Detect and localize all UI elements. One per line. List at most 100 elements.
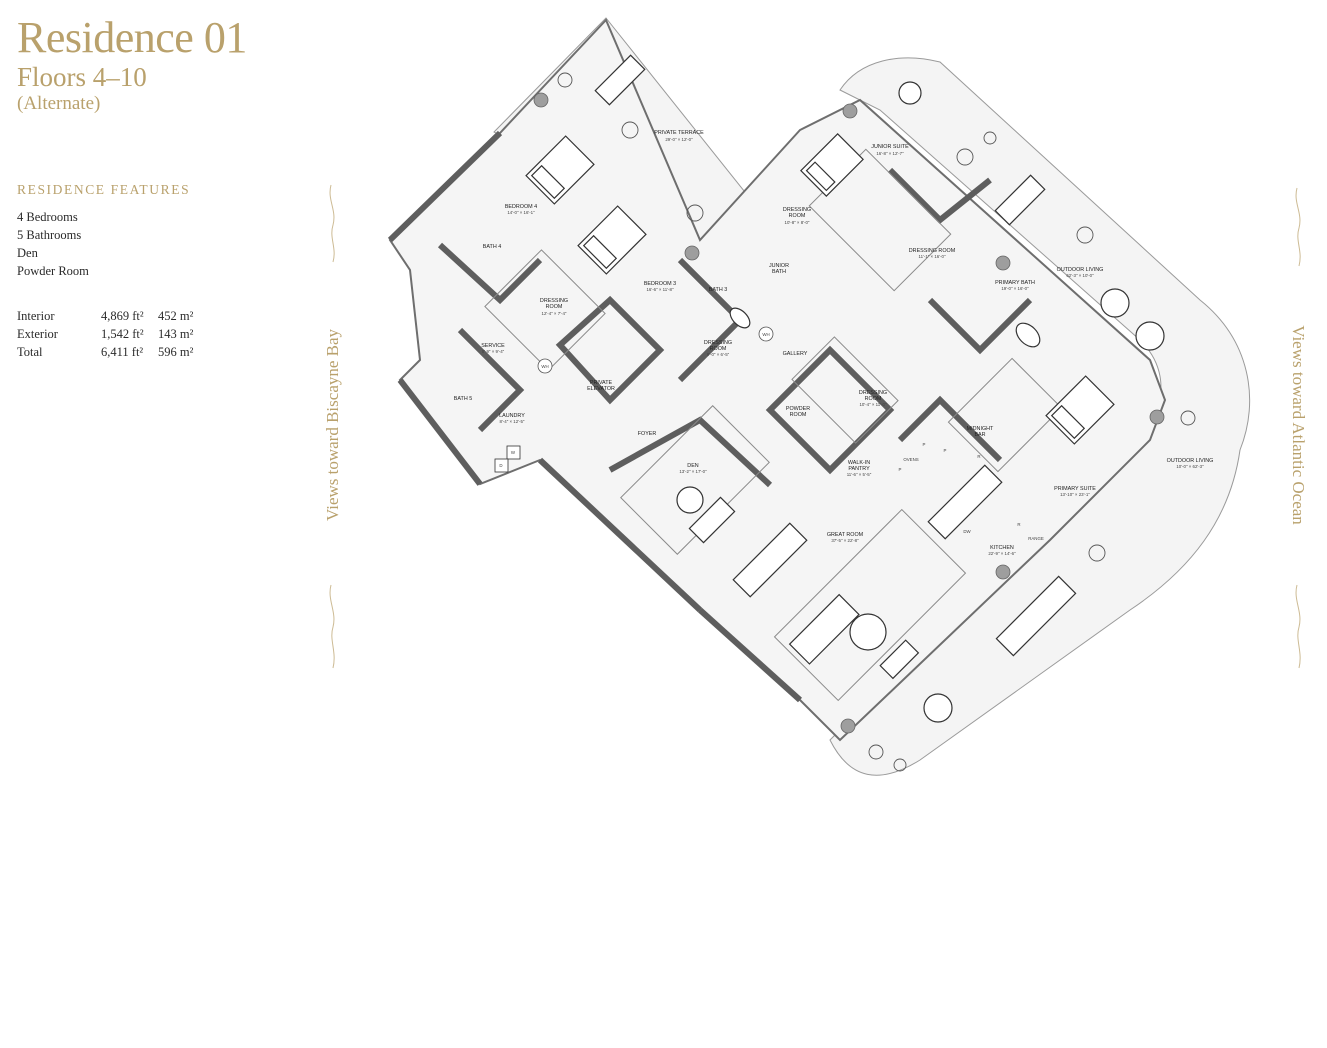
room-dim: 22'-9" × 14'-6"	[988, 551, 1016, 556]
room-name: DRESSING	[859, 390, 887, 396]
dryer-mark: D	[499, 463, 502, 468]
appliance-marks: WH WH W D R R P P P OVENS DW RANGE	[494, 326, 1044, 541]
room-name: GREAT ROOM	[827, 532, 864, 538]
feature-item: 5 Bathrooms	[17, 228, 82, 242]
pantry-mark: P	[944, 448, 947, 453]
feature-item: Powder Room	[17, 264, 89, 278]
room-name: JUNIOR SUITE	[871, 144, 909, 150]
room-name: DRESSING	[704, 340, 732, 346]
room-name: POWDER	[786, 406, 810, 412]
room-dim: 10'-0" × 62'-3"	[1176, 464, 1204, 469]
room-name: PRIMARY BATH	[995, 280, 1035, 286]
plant-icons	[557, 72, 1196, 772]
area-ft: 6,411 ft²	[101, 345, 144, 359]
features-list: 4 Bedrooms 5 Bathrooms Den Powder Room	[17, 208, 89, 280]
room-name: DRESSING ROOM	[909, 248, 956, 254]
room-name: OUTDOOR LIVING	[1057, 267, 1104, 273]
room-name: DEN	[687, 463, 698, 469]
room-dim: 16'-6" × 11'-8"	[646, 287, 673, 292]
left-view-ornament	[329, 184, 335, 669]
room-dim: 12'-4" × 7'-4"	[542, 311, 567, 316]
furniture-living	[594, 54, 1165, 723]
area-row-interior: Interior 4,869 ft² 452 m²	[17, 309, 193, 327]
room-dim: 9'-0" × 6'-5"	[707, 352, 730, 357]
pantry-mark: P	[923, 442, 926, 447]
features-heading: RESIDENCE FEATURES	[17, 182, 191, 197]
area-m: 452 m²	[158, 309, 194, 323]
room-dim: 10'-8" × 8'-0"	[785, 220, 810, 225]
room-labels: PRIVATE TERRACE 29'-0" × 12'-0" JUNIOR S…	[454, 130, 1214, 556]
water-heater-mark: WH	[762, 332, 769, 337]
columns	[533, 92, 1165, 734]
room-name: ROOM	[710, 346, 727, 352]
room-name: GALLERY	[783, 351, 808, 357]
room-name: MIDNIGHT	[967, 426, 994, 432]
room-dim: 11'-1" × 16'-0"	[918, 254, 945, 259]
room-name: ROOM	[865, 396, 882, 402]
area-row-exterior: Exterior 1,542 ft² 143 m²	[17, 327, 193, 345]
right-view-ornament	[1295, 187, 1301, 669]
room-name: FOYER	[638, 431, 657, 437]
room-name: PANTRY	[848, 466, 870, 472]
walls	[387, 130, 1033, 703]
room-dim: 8'-4" × 12'-5"	[500, 419, 525, 424]
room-dim: 11'-6" × 5'-5"	[847, 472, 872, 477]
variant-label: (Alternate)	[17, 93, 101, 114]
room-dim: 37'-5" × 22'-8"	[831, 538, 859, 543]
view-right-label: Views toward Atlantic Ocean	[1289, 325, 1308, 525]
room-name: JUNIOR	[769, 263, 789, 269]
room-dim: 29'-0" × 12'-0"	[665, 137, 693, 142]
room-name: DRESSING	[540, 298, 568, 304]
room-name: KITCHEN	[990, 545, 1014, 551]
area-table: Interior 4,869 ft² 452 m² Exterior 1,542…	[17, 309, 193, 363]
room-name: PRIVATE	[590, 380, 613, 386]
room-name: PRIMARY SUITE	[1054, 486, 1096, 492]
fridge-mark: R	[1017, 522, 1020, 527]
room-name: ROOM	[789, 213, 806, 219]
room-dim: 13'-2" × 17'-0"	[679, 469, 707, 474]
washer-mark: W	[511, 450, 516, 455]
area-ft: 4,869 ft²	[101, 309, 144, 323]
view-left-label: Views toward Biscayne Bay	[323, 328, 342, 521]
area-label: Exterior	[17, 327, 58, 341]
area-row-total: Total 6,411 ft² 596 m²	[17, 345, 193, 363]
room-name: BATH 3	[709, 287, 727, 293]
room-dim: 10'-4" × 11'-0"	[859, 402, 886, 407]
furniture-beds	[525, 133, 1115, 445]
room-dim: 8'-9" × 9'-4"	[482, 349, 505, 354]
room-name: ROOM	[546, 304, 563, 310]
oven-mark: OVENS	[903, 457, 918, 462]
interior-partitions	[484, 148, 1063, 702]
pantry-mark: P	[899, 467, 902, 472]
room-name: WALK-IN	[848, 460, 870, 466]
residence-title: Residence 01	[17, 13, 247, 62]
room-name: DRESSING	[783, 207, 811, 213]
room-dim: 62'-3" × 10'-0"	[1066, 273, 1094, 278]
area-label: Total	[17, 345, 43, 359]
room-name: BAR	[974, 432, 985, 438]
room-dim: 14'-0" × 16'-1"	[507, 210, 535, 215]
room-dim: 19'-0" × 16'-0"	[1001, 286, 1029, 291]
room-name: LAUNDRY	[499, 413, 525, 419]
feature-item: 4 Bedrooms	[17, 210, 78, 224]
room-name: SERVICE	[481, 343, 505, 349]
room-dim: 13'-10" × 23'-1"	[1060, 492, 1090, 497]
room-name: PRIVATE TERRACE	[654, 130, 704, 136]
fridge-mark: R	[977, 454, 980, 459]
room-name: BATH 5	[454, 396, 472, 402]
area-m: 596 m²	[158, 345, 194, 359]
floors-label: Floors 4–10	[17, 62, 147, 92]
room-name: BATH	[772, 269, 786, 275]
room-name: ELEVATOR	[587, 386, 615, 392]
range-mark: RANGE	[1028, 536, 1044, 541]
room-name: BEDROOM 3	[644, 281, 676, 287]
area-ft: 1,542 ft²	[101, 327, 144, 341]
dishwasher-mark: DW	[963, 529, 971, 534]
room-dim: 16'-8" × 12'-7"	[876, 151, 904, 156]
feature-item: Den	[17, 246, 38, 260]
water-heater-mark: WH	[541, 364, 548, 369]
area-m: 143 m²	[158, 327, 194, 341]
room-name: OUTDOOR LIVING	[1167, 458, 1214, 464]
room-name: BEDROOM 4	[505, 204, 537, 210]
